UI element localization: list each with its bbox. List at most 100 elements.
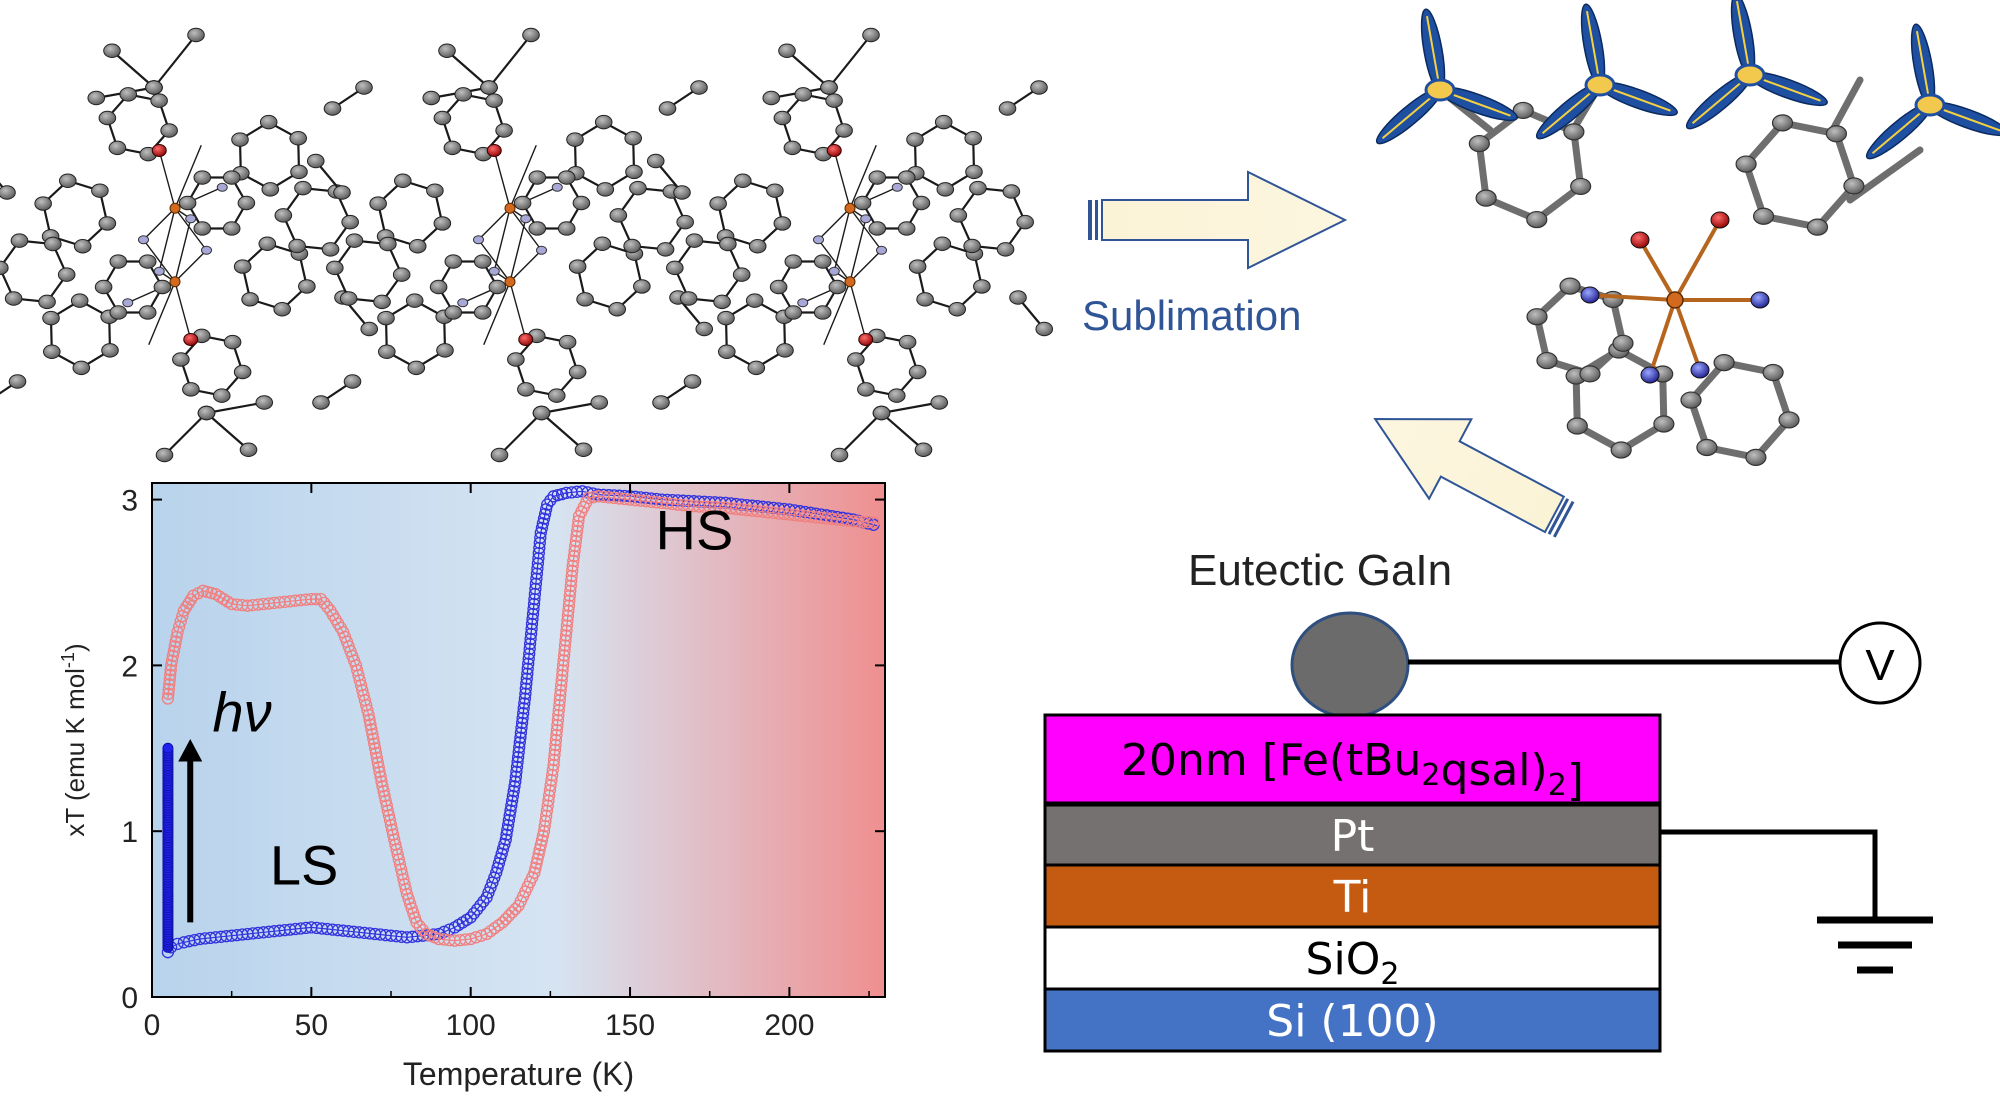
data-point xyxy=(528,866,541,879)
data-point xyxy=(163,678,176,691)
ground-wire xyxy=(1660,829,1878,918)
data-point xyxy=(536,517,550,530)
data-point xyxy=(515,716,529,730)
excitation-arrowhead xyxy=(178,738,203,762)
photo-excited-point xyxy=(162,742,174,754)
data-point xyxy=(518,692,532,705)
data-point xyxy=(551,713,565,727)
data-point xyxy=(474,899,487,912)
y-tick-label: 1 xyxy=(121,816,138,849)
data-point xyxy=(171,626,184,639)
data-point xyxy=(529,861,542,875)
data-point xyxy=(169,635,182,648)
x-tick-label: 200 xyxy=(764,1009,814,1042)
data-point xyxy=(165,654,179,667)
data-point xyxy=(535,834,549,847)
data-point xyxy=(164,659,178,672)
data-point xyxy=(314,592,328,606)
data-point xyxy=(384,818,398,832)
data-point xyxy=(523,637,537,650)
data-point xyxy=(372,761,385,774)
data-point xyxy=(477,895,490,908)
data-point xyxy=(551,489,564,502)
data-point xyxy=(520,672,533,685)
sublimation-arrow xyxy=(1088,170,1348,270)
data-point xyxy=(514,726,528,739)
data-point xyxy=(534,526,547,539)
data-point xyxy=(529,577,543,590)
device-layer-label: Ti xyxy=(1333,872,1372,923)
data-point xyxy=(378,789,391,803)
data-point xyxy=(555,674,568,687)
data-point xyxy=(554,684,567,697)
data-point xyxy=(371,756,384,769)
data-point xyxy=(559,629,573,642)
data-point xyxy=(368,742,382,755)
data-point xyxy=(503,809,516,822)
data-point xyxy=(547,758,560,772)
data-point xyxy=(555,679,568,692)
data-point xyxy=(530,857,543,870)
data-point xyxy=(560,619,574,632)
data-point xyxy=(553,699,566,712)
data-point xyxy=(467,907,481,920)
data-point xyxy=(375,775,388,788)
data-point xyxy=(514,731,527,744)
data-point xyxy=(521,662,534,675)
data-point xyxy=(499,912,512,926)
data-point xyxy=(561,609,575,622)
data-point xyxy=(363,713,376,727)
data-point xyxy=(532,546,545,560)
data-point xyxy=(510,760,524,773)
data-point xyxy=(494,852,507,865)
data-point xyxy=(167,645,181,658)
data-point xyxy=(534,838,547,852)
data-point xyxy=(501,818,515,832)
data-point xyxy=(557,654,570,667)
data-point xyxy=(168,640,181,653)
data-point xyxy=(490,866,503,879)
data-point xyxy=(569,539,582,553)
data-point xyxy=(567,549,581,563)
data-point xyxy=(492,919,505,932)
data-point xyxy=(554,689,567,702)
data-point xyxy=(556,664,569,677)
data-point xyxy=(867,516,880,529)
data-point xyxy=(571,519,584,533)
data-point xyxy=(512,746,525,759)
data-point xyxy=(369,746,383,760)
data-point xyxy=(550,728,563,742)
data-point xyxy=(522,652,535,665)
data-point xyxy=(480,927,493,941)
data-point xyxy=(501,823,514,836)
data-point xyxy=(511,750,525,764)
data-point xyxy=(513,736,526,749)
data-point xyxy=(525,622,538,636)
data-point xyxy=(464,911,477,924)
data-point xyxy=(536,829,550,842)
data-point xyxy=(570,529,583,543)
device-layer-label: Pt xyxy=(1331,811,1375,862)
data-point xyxy=(552,708,565,722)
data-point xyxy=(365,723,378,736)
data-point xyxy=(530,567,544,580)
data-point xyxy=(547,753,561,767)
data-point xyxy=(518,697,531,710)
data-point xyxy=(857,515,870,528)
data-point xyxy=(164,663,177,677)
x-tick-label: 150 xyxy=(605,1009,655,1042)
data-point xyxy=(162,687,175,700)
data-point xyxy=(164,668,177,682)
ls-annotation: LS xyxy=(270,833,339,896)
voltmeter-icon xyxy=(1838,621,1922,705)
x-tick-label: 100 xyxy=(446,1009,496,1042)
data-point xyxy=(564,579,577,592)
data-point xyxy=(513,741,526,754)
data-point xyxy=(530,572,543,585)
data-point xyxy=(520,677,533,690)
data-point xyxy=(527,602,540,616)
data-point xyxy=(370,751,384,764)
data-point xyxy=(566,564,579,578)
data-point xyxy=(531,852,544,865)
device-layer xyxy=(1043,803,1662,867)
